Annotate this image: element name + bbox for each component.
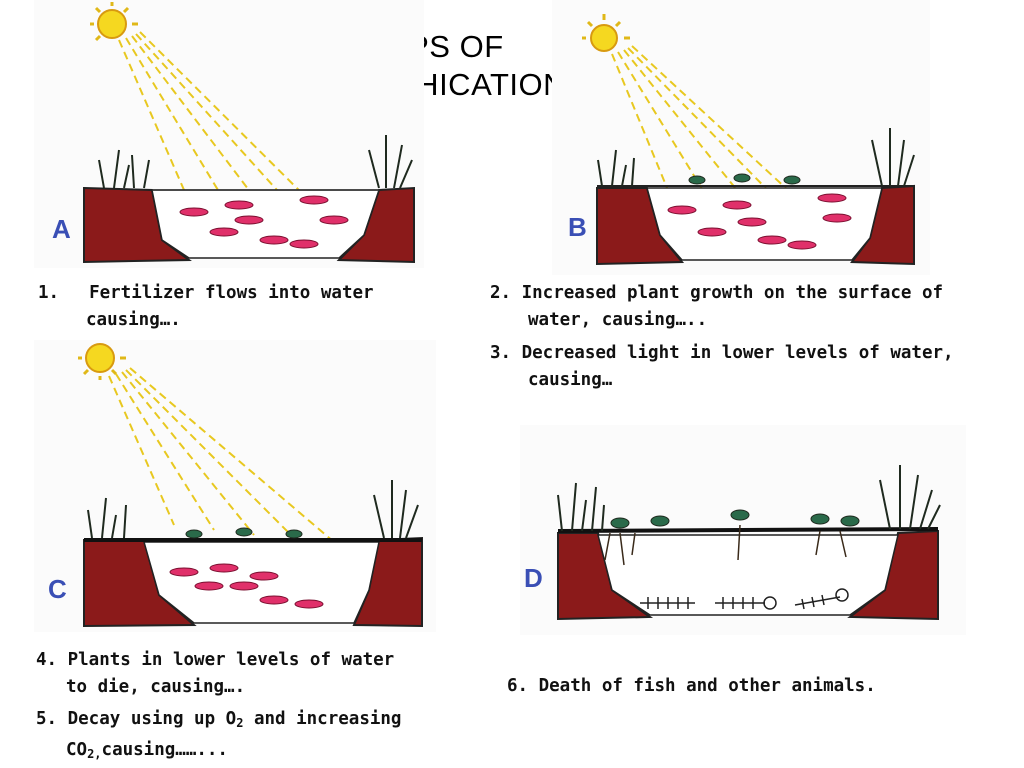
panel-a: A [34,0,424,268]
plant-left [597,149,635,187]
soil-bank [83,536,423,628]
pond-basin [143,541,380,624]
step-1-number: 1. [38,283,60,303]
fish-group [179,195,349,249]
sun-icon [90,2,138,42]
sun-rays [108,367,335,543]
sun-icon [582,14,630,52]
fish-skeleton-icon [640,588,849,610]
panel-c: C [34,340,436,632]
panel-label: B [568,212,587,242]
soil-bank [596,184,915,266]
sun-icon [78,343,126,380]
step-5-line-2: CO2,causing……... [66,740,228,761]
step-2-line-2: water, causing….. [528,310,708,330]
plant-right [871,128,915,187]
pond-basin [151,189,381,259]
step-4-caption: 4. Plants in lower levels of water to di… [36,647,394,701]
panel-b: B [552,0,930,275]
plant-left [87,497,127,539]
dead-plant-roots [604,524,847,566]
pond-basin [597,534,899,616]
step-1-line-2: causing…. [86,310,181,330]
panel-c-drawing: C [48,343,423,628]
panel-d: D [520,425,966,635]
step-6-line-1: 6. Death of fish and other animals. [507,676,876,696]
panel-label: C [48,574,67,604]
surface-plants [185,527,303,539]
step-1-line-1: Fertilizer flows into water [89,283,374,303]
panel-label: A [52,214,71,244]
panel-label: D [524,563,543,593]
step-3-line-1: 3. Decreased light in lower levels of wa… [490,343,954,363]
step-4-line-2: to die, causing…. [66,677,246,697]
surface-plants [688,173,801,185]
panel-b-drawing: B [568,14,915,266]
panel-d-drawing: D [524,465,941,621]
plant-left [557,482,605,532]
plant-right [373,480,419,539]
fish-group [169,563,324,609]
step-3-line-2: causing… [528,370,613,390]
plant-right [368,135,413,189]
panel-a-drawing: A [52,2,415,264]
fish-group [667,193,852,250]
step-2-line-1: 2. Increased plant growth on the surface… [490,283,944,303]
plant-left [98,149,150,189]
surface-plants [610,509,860,529]
water-surface [557,527,939,533]
step-5-line-1: 5. Decay using up O2 and increasing [36,709,402,730]
step-2-caption: 2. Increased plant growth on the surface… [490,280,943,334]
step-6-caption: 6. Death of fish and other animals. [507,673,876,700]
step-4-line-1: 4. Plants in lower levels of water [36,650,395,670]
step-5-caption: 5. Decay using up O2 and increasing CO2,… [36,706,401,768]
soil-bank [83,186,415,264]
step-1-caption: 1. Fertilizer flows into water causing…. [38,280,374,334]
step-3-caption: 3. Decreased light in lower levels of wa… [490,340,954,394]
plant-right [879,465,941,530]
